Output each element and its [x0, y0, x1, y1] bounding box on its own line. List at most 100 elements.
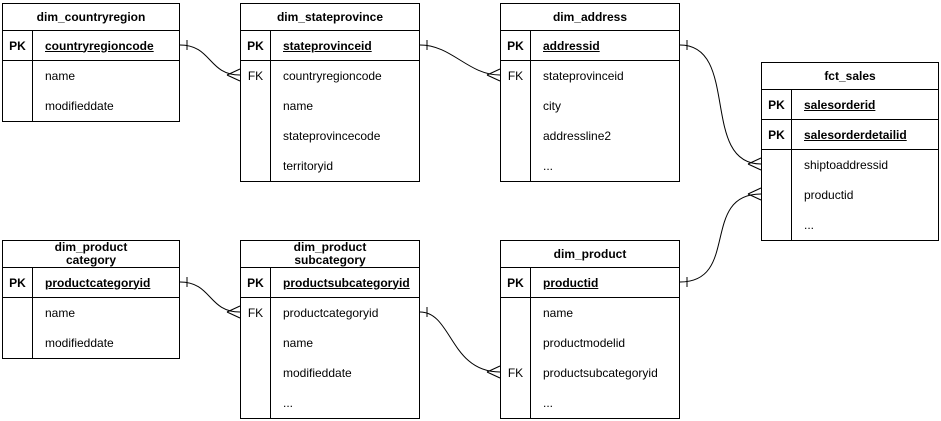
field-name: stateprovinceid	[543, 69, 624, 83]
field-name: productid	[543, 275, 599, 290]
entity-title: fct_sales	[762, 63, 938, 90]
table-row: name	[501, 298, 679, 328]
field-name: territoryid	[283, 159, 334, 173]
key-label: PK	[762, 120, 792, 149]
key-label	[3, 91, 33, 121]
entity-title: dim_address	[501, 4, 679, 31]
field-name: countryregioncode	[283, 69, 382, 83]
table-row: PK addressid	[501, 31, 679, 61]
key-label	[762, 180, 792, 210]
key-label: FK	[241, 298, 271, 328]
table-row: ...	[501, 388, 679, 418]
key-label	[501, 328, 531, 358]
crow-foot-icon	[226, 68, 241, 82]
field-name: modifieddate	[45, 99, 114, 113]
table-row: FK countryregioncode	[241, 61, 419, 91]
table-row: PK salesorderid	[762, 90, 938, 120]
field-name: ...	[804, 218, 815, 232]
field-name: productmodelid	[543, 336, 626, 350]
field-name: productid	[804, 188, 854, 202]
key-label: FK	[241, 61, 271, 91]
key-label: PK	[3, 31, 33, 60]
field-name: city	[543, 99, 561, 113]
table-row: PK productcategoryid	[3, 268, 179, 298]
table-row: PK productid	[501, 268, 679, 298]
field-name: salesorderdetailid	[804, 127, 907, 142]
entity-dim-product-category: dim_product category PK productcategoryi…	[2, 240, 180, 359]
table-row: shiptoaddressid	[762, 150, 938, 180]
table-row: name	[3, 298, 179, 328]
table-row: FK productsubcategoryid	[501, 358, 679, 388]
table-row: PK salesorderdetailid	[762, 120, 938, 150]
entity-fct-sales: fct_sales PK salesorderid PK salesorderd…	[761, 62, 939, 241]
key-label	[762, 210, 792, 240]
entity-title: dim_product category	[3, 241, 179, 268]
entity-dim-countryregion: dim_countryregion PK countryregioncode n…	[2, 3, 180, 122]
entity-title: dim_product	[501, 241, 679, 268]
table-row: name	[3, 61, 179, 91]
key-label	[501, 388, 531, 418]
table-row: modifieddate	[3, 91, 179, 121]
key-label	[3, 328, 33, 358]
field-name: countryregioncode	[45, 38, 154, 53]
field-name: productcategoryid	[45, 275, 151, 290]
table-row: FK productcategoryid	[241, 298, 419, 328]
field-name: stateprovincecode	[283, 129, 381, 143]
table-row: productid	[762, 180, 938, 210]
entity-title: dim_product subcategory	[241, 241, 419, 268]
table-row: PK productsubcategoryid	[241, 268, 419, 298]
table-row: PK countryregioncode	[3, 31, 179, 61]
field-name: name	[45, 69, 76, 83]
field-name: addressid	[543, 38, 600, 53]
crow-foot-icon	[226, 305, 241, 319]
key-label: FK	[501, 61, 531, 91]
entity-dim-product: dim_product PK productid name productmod…	[500, 240, 680, 419]
field-name: ...	[543, 159, 554, 173]
field-name: addressline2	[543, 129, 612, 143]
field-name: ...	[543, 396, 554, 410]
crow-foot-icon	[747, 187, 762, 201]
table-row: city	[501, 91, 679, 121]
entity-title: dim_countryregion	[3, 4, 179, 31]
key-label	[501, 121, 531, 151]
table-row: name	[241, 91, 419, 121]
field-name: name	[45, 306, 76, 320]
table-row: name	[241, 328, 419, 358]
field-name: name	[543, 306, 574, 320]
key-label	[241, 388, 271, 418]
entity-dim-address: dim_address PK addressid FK stateprovinc…	[500, 3, 680, 182]
field-name: ...	[283, 396, 294, 410]
key-label: PK	[241, 31, 271, 60]
entity-title: dim_stateprovince	[241, 4, 419, 31]
crow-foot-icon	[747, 157, 762, 171]
key-label: PK	[762, 90, 792, 119]
relationship-product-fctsales	[679, 187, 762, 287]
field-name: modifieddate	[45, 336, 114, 350]
table-row: territoryid	[241, 151, 419, 181]
field-name: productsubcategoryid	[543, 366, 658, 380]
key-label	[3, 61, 33, 91]
relationship-stateprovince-address	[419, 40, 501, 82]
key-label	[241, 121, 271, 151]
relationship-address-fctsales	[679, 40, 762, 171]
table-row: stateprovincecode	[241, 121, 419, 151]
key-label	[501, 91, 531, 121]
key-label: PK	[241, 268, 271, 297]
key-label	[241, 328, 271, 358]
table-row: ...	[501, 151, 679, 181]
entity-dim-product-subcategory: dim_product subcategory PK productsubcat…	[240, 240, 420, 419]
key-label	[241, 91, 271, 121]
key-label	[501, 151, 531, 181]
relationship-category-subcategory	[179, 277, 241, 319]
key-label: PK	[501, 31, 531, 60]
field-name: stateprovinceid	[283, 38, 372, 53]
field-name: salesorderid	[804, 97, 876, 112]
field-name: shiptoaddressid	[804, 158, 889, 172]
key-label: FK	[501, 358, 531, 388]
table-row: productmodelid	[501, 328, 679, 358]
field-name: modifieddate	[283, 366, 352, 380]
table-row: modifieddate	[241, 358, 419, 388]
key-label	[241, 151, 271, 181]
key-label	[241, 358, 271, 388]
